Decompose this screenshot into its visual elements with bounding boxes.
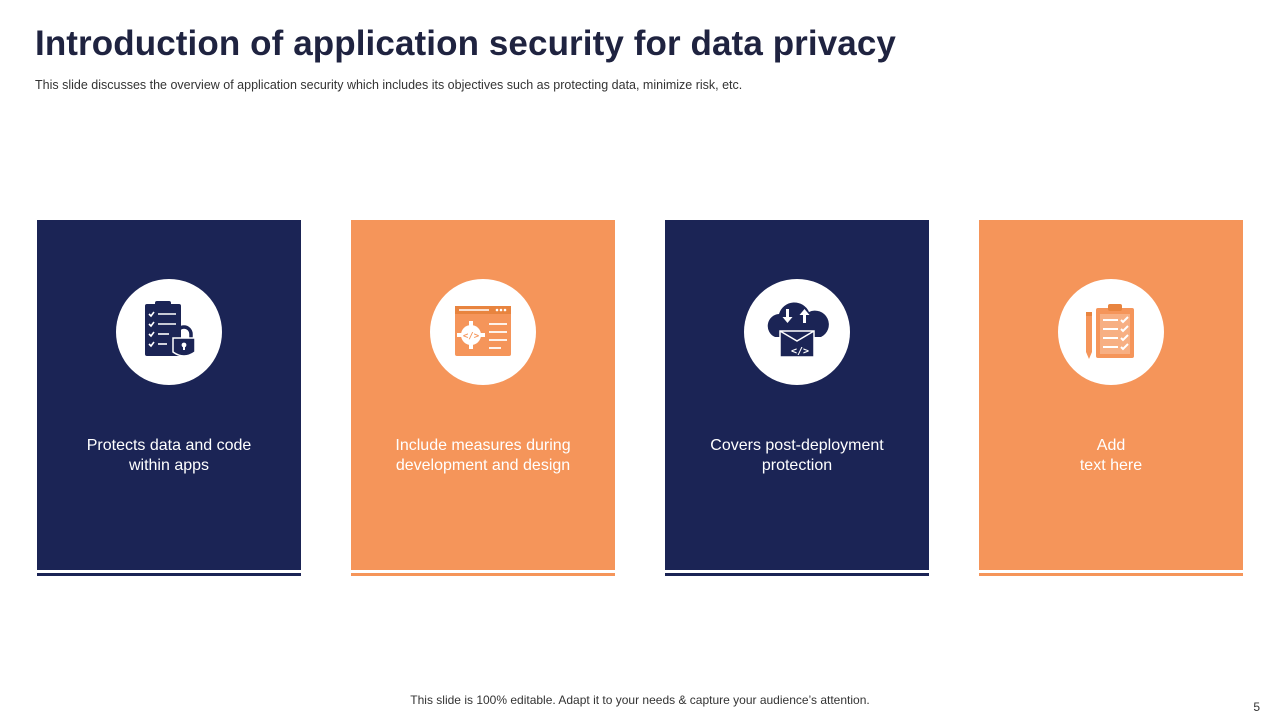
clipboard-checklist-pencil-icon	[1086, 304, 1134, 359]
card-text: Covers post-deployment protection	[710, 437, 884, 474]
card-underline	[665, 573, 929, 576]
page-subtitle: This slide discusses the overview of app…	[35, 78, 743, 92]
checklist-lock-icon	[145, 301, 196, 357]
card-underline	[351, 573, 615, 576]
card-text: Add text here	[1079, 437, 1143, 474]
card-text: Include measures during development and …	[395, 437, 571, 474]
cloud-box-code-icon: </>	[767, 302, 829, 358]
page-title: Introduction of application security for…	[35, 24, 896, 63]
browser-code-gear-icon: </>	[455, 306, 511, 356]
card-underline	[979, 573, 1243, 576]
footer-note: This slide is 100% editable. Adapt it to…	[410, 693, 870, 707]
icon-circle: </>	[744, 279, 850, 385]
icon-circle	[1058, 279, 1164, 385]
card-include-measures: </> Include measures during development …	[351, 220, 615, 570]
card-post-deployment: </> Covers post-deployment protection	[665, 220, 929, 570]
svg-text:</>: </>	[463, 332, 480, 342]
icon-circle	[116, 279, 222, 385]
card-protects-data: Protects data and code within apps	[37, 220, 301, 570]
svg-text:</>: </>	[791, 346, 809, 357]
card-text: Protects data and code within apps	[86, 437, 252, 474]
card-underline	[37, 573, 301, 576]
icon-circle: </>	[430, 279, 536, 385]
card-add-text: Add text here	[979, 220, 1243, 570]
page-number: 5	[1253, 700, 1260, 714]
